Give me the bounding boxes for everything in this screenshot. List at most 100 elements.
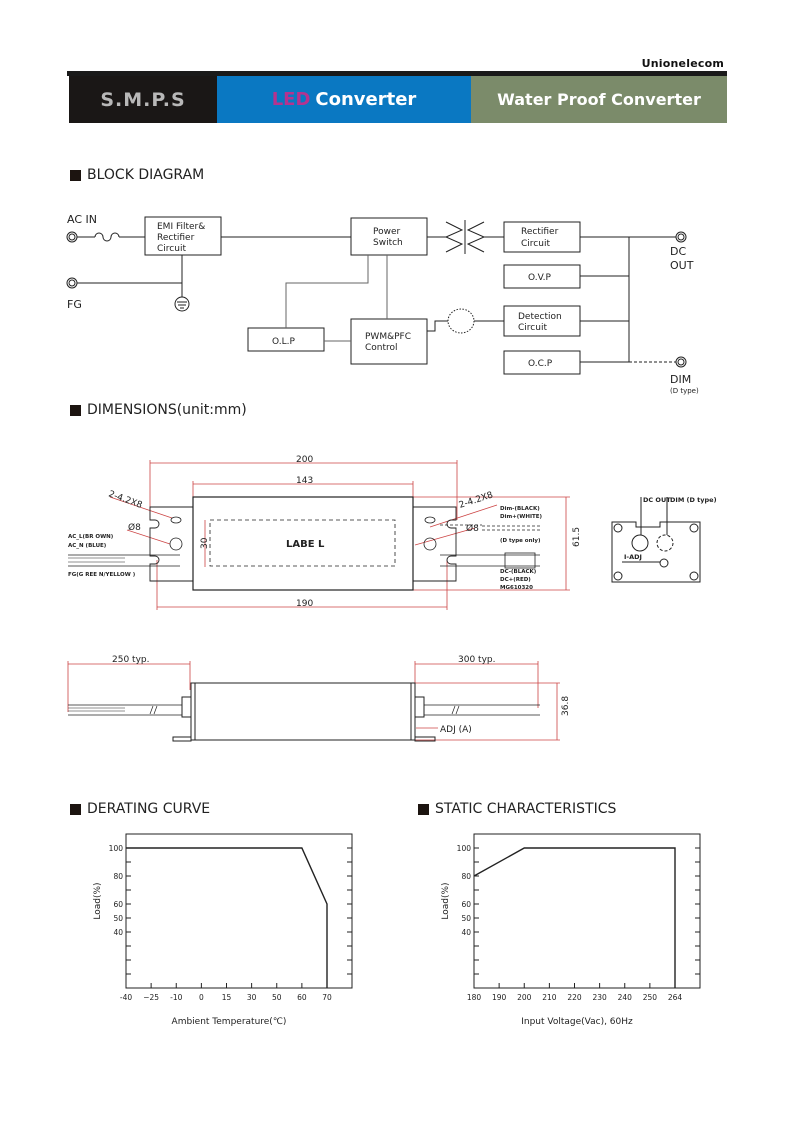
x-tick-label: 230	[592, 993, 607, 1002]
power-switch-line2: Switch	[373, 238, 403, 248]
emi-filter-block	[144, 216, 222, 256]
y-tick-label: 40	[461, 928, 471, 937]
rectifier-line1: Rectifier	[521, 227, 559, 237]
section-title: BLOCK DIAGRAM	[87, 167, 205, 183]
x-tick-label: 60	[297, 993, 307, 1002]
ground-icon	[174, 296, 190, 312]
y-axis-label: Load(%)	[441, 882, 451, 919]
x-tick-label: 180	[467, 993, 482, 1002]
olp-label: O.L.P	[272, 337, 295, 347]
end-dim-label: DIM (D type)	[670, 496, 717, 504]
y-tick-label: 60	[113, 900, 123, 909]
bullet-square-icon	[418, 803, 429, 815]
x-tick-label: 210	[542, 993, 557, 1002]
dim-200: 200	[296, 455, 313, 465]
section-title: STATIC CHARACTERISTICS	[435, 801, 617, 817]
x-tick-label: 30	[247, 993, 257, 1002]
pwm-line2: Control	[365, 343, 398, 353]
x-tick-label: 220	[567, 993, 582, 1002]
power-switch-line1: Power	[373, 227, 401, 237]
fg-label: FG	[67, 298, 82, 311]
dim-36-8: 36.8	[561, 696, 571, 716]
dim-type-label: (D type)	[670, 387, 699, 395]
connector-part: MG610320	[500, 585, 533, 591]
section-dimensions: DIMENSIONS(unit:mm)	[70, 402, 247, 418]
y-tick-label: 40	[113, 928, 123, 937]
out-label: OUT	[670, 259, 694, 272]
dim-61-5: 61.5	[572, 527, 582, 547]
top-view-drawing: 200 143 190 30 61.5 2-4.2X8 Ø8 2-4.2X8 Ø…	[68, 455, 582, 610]
x-tick-label: -10	[170, 993, 182, 1002]
emi-line2: Rectifier	[157, 233, 195, 243]
optocoupler-icon	[447, 308, 475, 334]
break-mark-icon	[149, 705, 158, 715]
brand-name: Unionelecom	[641, 57, 724, 70]
ac-in-label: AC IN	[67, 213, 97, 226]
emi-line1: EMI Filter&	[157, 222, 205, 232]
dim-250: 250 typ.	[112, 655, 149, 665]
phi-right: Ø8	[466, 523, 479, 534]
pwm-line1: PWM&PFC	[365, 332, 411, 342]
dim-143: 143	[296, 476, 313, 486]
x-tick-label: -40	[120, 993, 132, 1002]
emi-line3: Circuit	[157, 244, 186, 254]
phi-left: Ø8	[128, 522, 141, 533]
y-tick-label: 50	[113, 914, 123, 923]
rectifier-line2: Circuit	[521, 239, 550, 249]
x-tick-label: 0	[199, 993, 204, 1002]
break-mark-icon	[451, 705, 460, 715]
fg-wire: FG(G REE N/YELLOW )	[68, 572, 136, 578]
tab-led-label: Converter	[315, 89, 417, 110]
dim-terminal-icon	[675, 356, 687, 368]
dc-plus-wire: DC+(RED)	[500, 577, 531, 583]
y-axis-label: Load(%)	[93, 882, 103, 919]
hole-spec-left: 2-4.2X8	[107, 489, 144, 511]
dim-190: 190	[296, 599, 313, 609]
dim-300: 300 typ.	[458, 655, 495, 665]
bullet-square-icon	[70, 169, 81, 181]
y-tick-label: 100	[109, 844, 124, 853]
end-iadj-label: I-ADJ	[624, 553, 642, 561]
ovp-label: O.V.P	[528, 273, 551, 283]
x-tick-label: 70	[322, 993, 332, 1002]
detection-line2: Circuit	[518, 323, 547, 333]
dim-30: 30	[200, 537, 210, 549]
section-block-diagram: BLOCK DIAGRAM	[70, 167, 204, 183]
x-axis-label: Ambient Temperature(℃)	[172, 1017, 287, 1027]
y-tick-label: 60	[461, 900, 471, 909]
side-view-drawing: 250 typ. 300 typ. ADJ (A) 36.8	[67, 655, 571, 742]
x-tick-label: 240	[618, 993, 633, 1002]
dc-minus-wire: DC-(BLACK)	[500, 569, 537, 575]
x-tick-label: 264	[668, 993, 683, 1002]
section-static-characteristics: STATIC CHARACTERISTICS	[418, 801, 616, 817]
tab-waterproof-converter: Water Proof Converter	[471, 76, 727, 123]
dim-plus-wire: Dim+(WHITE)	[500, 514, 543, 520]
section-title: DIMENSIONS(unit:mm)	[87, 402, 247, 418]
dim-label: DIM	[670, 373, 691, 386]
x-tick-label: 50	[272, 993, 282, 1002]
x-tick-label: 250	[643, 993, 658, 1002]
plot-frame	[125, 833, 353, 989]
led-prefix: LED	[271, 89, 311, 110]
y-tick-label: 80	[113, 872, 123, 881]
dim-minus-wire: Dim-(BLACK)	[500, 506, 540, 512]
adj-label: ADJ (A)	[440, 725, 472, 735]
dc-label: DC	[670, 245, 686, 258]
series-line	[126, 847, 328, 988]
x-tick-label: 200	[517, 993, 532, 1002]
x-tick-label: −25	[143, 993, 159, 1002]
end-view-drawing: DC OUT DIM (D type) I-ADJ	[611, 496, 717, 583]
fuse-icon	[94, 232, 120, 242]
bullet-square-icon	[70, 404, 81, 416]
dc-out-terminal-icon	[675, 231, 687, 243]
d-type-only-note: (D type only)	[500, 538, 541, 544]
header-rule	[67, 71, 727, 76]
tab-smps: S.M.P.S	[69, 76, 217, 123]
ac-l-wire: AC_L(BR OWN)	[68, 534, 114, 540]
label-area-text: LABE L	[286, 539, 325, 550]
transformer-icon	[444, 221, 464, 253]
end-dc-out-label: DC OUT	[643, 496, 671, 504]
